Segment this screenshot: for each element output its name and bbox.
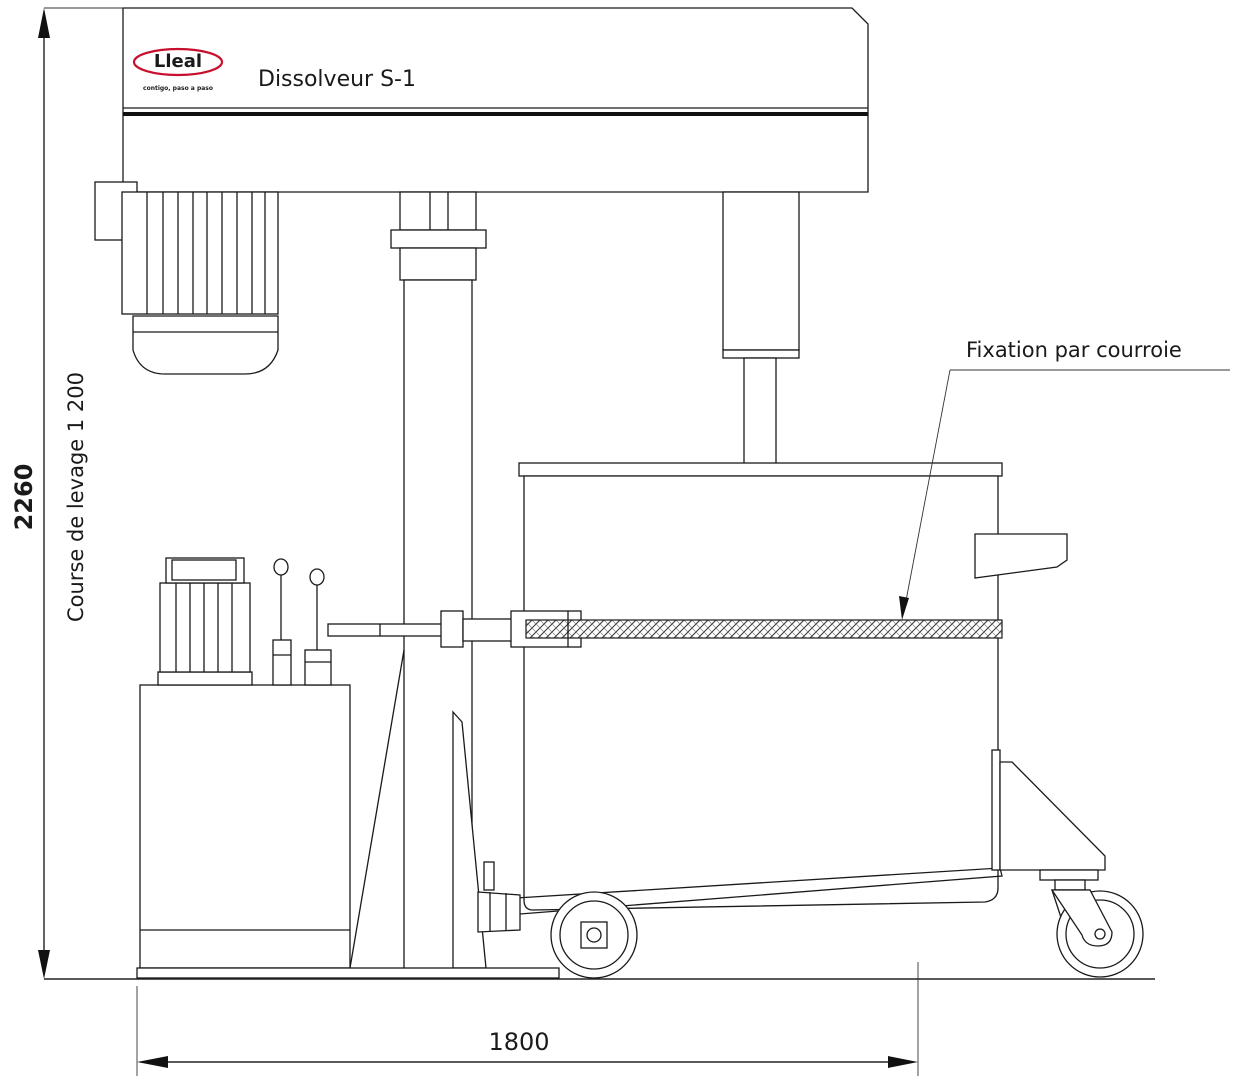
strap-fixation — [327, 610, 1003, 648]
logo-text: Lleal — [154, 51, 202, 72]
rear-caster — [1039, 869, 1144, 978]
base-plate — [136, 967, 560, 979]
control-levers — [272, 558, 332, 686]
height-dimension — [38, 7, 123, 979]
front-wheel — [550, 891, 638, 979]
lifting-column — [349, 191, 487, 971]
lleal-logo: Lleal contigo, paso a paso — [132, 47, 224, 92]
width-dimension — [136, 962, 919, 1076]
logo-tagline: contigo, paso a paso — [143, 85, 213, 92]
hydraulic-unit — [139, 557, 351, 969]
mixing-vessel — [518, 462, 1068, 911]
model-name: Dissolveur S-1 — [258, 67, 416, 92]
strap-label: Fixation par courroie — [966, 338, 1182, 362]
strap-leader — [899, 369, 1230, 620]
stroke-label: Course de levage 1 200 — [64, 372, 88, 622]
main-motor — [94, 181, 279, 375]
width-value: 1800 — [488, 1028, 549, 1056]
head-housing — [122, 7, 869, 193]
height-value: 2260 — [10, 464, 38, 531]
trolley-frame — [477, 749, 1106, 933]
